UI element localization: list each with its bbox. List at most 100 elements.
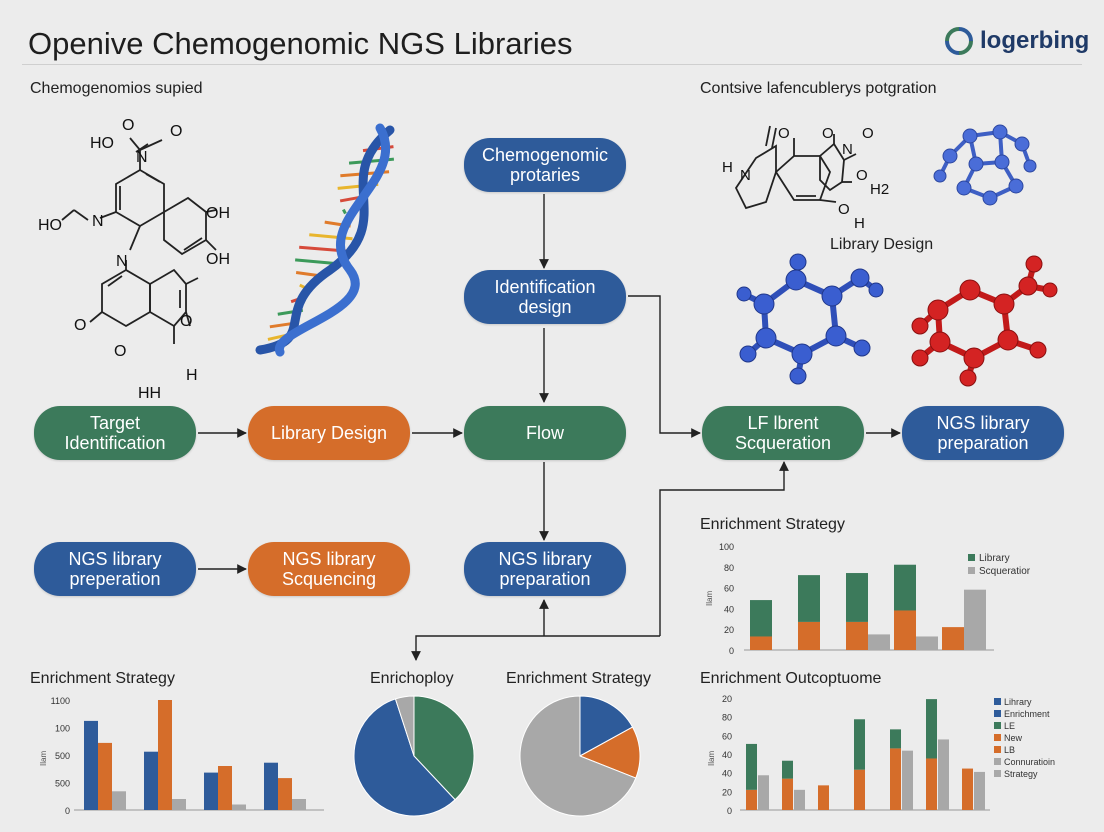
legend-label: New (1004, 733, 1023, 743)
bar-orange (846, 621, 868, 650)
bar-orange (854, 769, 865, 810)
pie-slice (413, 695, 475, 801)
bar-gray (112, 791, 126, 810)
bar-orange (746, 789, 757, 810)
ytick-label: 40 (722, 769, 732, 779)
legend-label: Strategy (1004, 769, 1038, 779)
label-top-left: Chemogenomios supied (30, 80, 203, 97)
legend-label: Lihrary (1004, 697, 1032, 707)
dna-rung (342, 208, 347, 215)
bar-orange (890, 748, 901, 810)
ytick-label: 60 (724, 584, 734, 594)
ytick-label: 20 (722, 787, 732, 797)
ytick-label: 100 (719, 542, 734, 552)
bar-blue (264, 762, 278, 810)
mol-left-label-4: HO (38, 217, 62, 234)
pill-ngs-library-preparation-center: NGS library preparation (464, 542, 626, 596)
mol-left-label-5: N (92, 213, 104, 230)
label-top-right: Contsive lafencublerys potgration (700, 80, 937, 97)
legend-swatch (968, 567, 975, 574)
mol-right-label-3: O (822, 125, 834, 142)
ytick-label: 0 (729, 646, 734, 656)
bar-orange (98, 742, 112, 810)
logo: logerbing (944, 26, 1089, 56)
molecule-ball-blue-small (933, 124, 1037, 206)
legend-swatch (994, 722, 1001, 729)
legend-swatch (968, 554, 975, 561)
molecule-ball-blue-large (736, 253, 884, 385)
ytick-label: 20 (724, 625, 734, 635)
chart-pie-enrichoploy (353, 695, 475, 817)
bar-gray (938, 739, 949, 810)
ytick-label: 500 (55, 779, 70, 789)
molecule-right-structure: H N O O N O O H2 O H (722, 125, 889, 232)
pill-library-design: Library Design (248, 406, 410, 460)
legend-label: Enrichment (1004, 709, 1050, 719)
mol-left-label-0: HO (90, 135, 114, 152)
bar-library (750, 600, 772, 637)
ytick-label: 60 (722, 731, 732, 741)
bar-blue (204, 772, 218, 810)
logo-text: logerbing (980, 27, 1090, 54)
ytick-label: 80 (722, 713, 732, 723)
label-enrichment-right: Enrichment Strategy (700, 516, 845, 533)
pill-flow: Flow (464, 406, 626, 460)
molecule-left-structure: HO O N O HO N OH OH N O O O H HH (38, 117, 230, 400)
bar-gray (172, 799, 186, 810)
header-divider (22, 64, 1082, 65)
bar-orange (962, 768, 973, 810)
label-library-design: Library Design (830, 236, 934, 253)
arrow-loop-down (411, 635, 660, 661)
bar-gray (758, 775, 769, 810)
legend-swatch (994, 710, 1001, 717)
bar-orange (894, 610, 916, 650)
bar-gray (794, 789, 805, 810)
pill-ngs-library-sequencing: NGS library Scquencing (248, 542, 410, 596)
pill-identification-design: Identification design (464, 270, 626, 324)
mol-right-label-5: O (862, 125, 874, 142)
y-axis-label: Ilam (707, 751, 716, 766)
mol-left-label-6: OH (206, 205, 230, 222)
mol-left-label-12: H (186, 367, 198, 384)
mol-right-label-8: O (838, 201, 850, 218)
pie-slice (578, 726, 641, 779)
label-enrichoploy: Enrichoploy (370, 670, 454, 687)
pie-slice (579, 695, 634, 757)
bar-green (854, 719, 865, 770)
bar-library (894, 564, 916, 611)
mol-left-label-1: O (122, 117, 134, 134)
legend-swatch (994, 746, 1001, 753)
mol-right-label-0: H (722, 159, 733, 176)
label-enrichment-pie2: Enrichment Strategy (506, 670, 651, 687)
bar-scqueratior (868, 634, 890, 650)
mol-right-label-9: H (854, 215, 865, 232)
mol-right-label-6: O (856, 167, 868, 184)
legend-swatch (994, 770, 1001, 777)
mol-left-label-11: O (114, 343, 126, 360)
bar-orange (782, 778, 793, 810)
bar-library (846, 573, 868, 622)
chart-pie-enrichment-strategy (519, 695, 641, 817)
legend-swatch (994, 734, 1001, 741)
pill-ngs-library-preparation-right: NGS library preparation (902, 406, 1064, 460)
legend-label: Scqueratior (979, 566, 1030, 577)
bar-orange (942, 627, 964, 650)
bar-green (890, 729, 901, 749)
pill-lf-lbrent-scqueration: LF lbrent Scqueration (702, 406, 864, 460)
pie-slice (394, 695, 415, 757)
dna-helix-image (255, 123, 395, 357)
pill-chemogenomic-protaries: Chemogenomic protaries (464, 138, 626, 192)
mol-left-label-10: O (180, 313, 192, 330)
mol-left-label-7: OH (206, 251, 230, 268)
page-title: Openive Chemogenomic NGS Libraries (28, 26, 573, 61)
ytick-label: 1100 (51, 696, 70, 706)
bar-orange (798, 621, 820, 650)
bar-gray (902, 750, 913, 810)
legend-swatch (994, 698, 1001, 705)
y-axis-label: Ilam (705, 591, 714, 606)
bar-blue (84, 720, 98, 810)
bar-orange (926, 758, 937, 810)
legend-swatch (994, 758, 1001, 765)
